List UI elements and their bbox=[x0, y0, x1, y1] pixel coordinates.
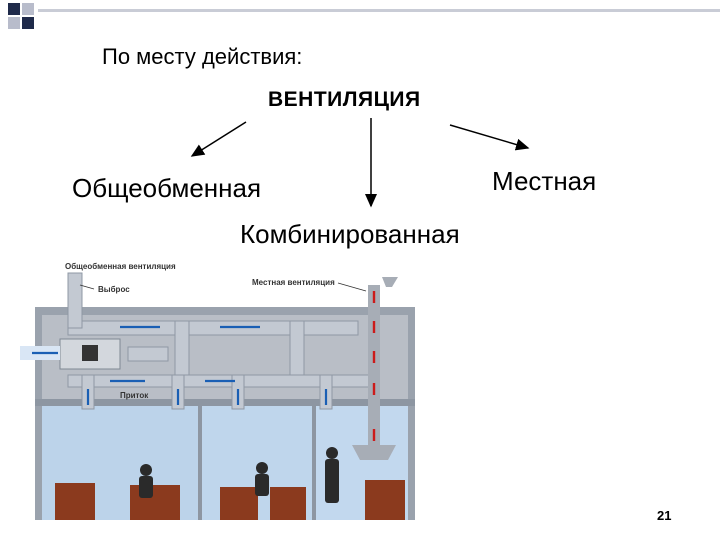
slide-heading: По месту действия: bbox=[102, 44, 303, 69]
page-number: 21 bbox=[657, 508, 672, 523]
label-local: Местная вентиляция bbox=[252, 278, 335, 287]
arrow-to-local bbox=[449, 124, 530, 151]
arrow-to-general bbox=[190, 121, 247, 157]
workers bbox=[139, 447, 339, 503]
label-supply: Приток bbox=[120, 391, 149, 400]
label-exhaust: Выброс bbox=[98, 285, 130, 294]
ventilation-illustration: Общеобменная вентиляция Выброс Местная в… bbox=[20, 262, 415, 520]
type-local: Местная bbox=[492, 166, 597, 196]
office-furniture bbox=[55, 480, 405, 520]
type-combined: Комбинированная bbox=[240, 219, 460, 249]
diagram-root: ВЕНТИЛЯЦИЯ bbox=[268, 88, 421, 111]
local-hood bbox=[352, 445, 396, 460]
air-flow-arrows bbox=[32, 325, 328, 405]
label-general: Общеобменная вентиляция bbox=[65, 262, 176, 271]
type-general: Общеобменная bbox=[72, 173, 262, 203]
header-band bbox=[0, 0, 720, 29]
decor-squares bbox=[8, 3, 720, 29]
local-exhaust-duct bbox=[368, 285, 380, 445]
